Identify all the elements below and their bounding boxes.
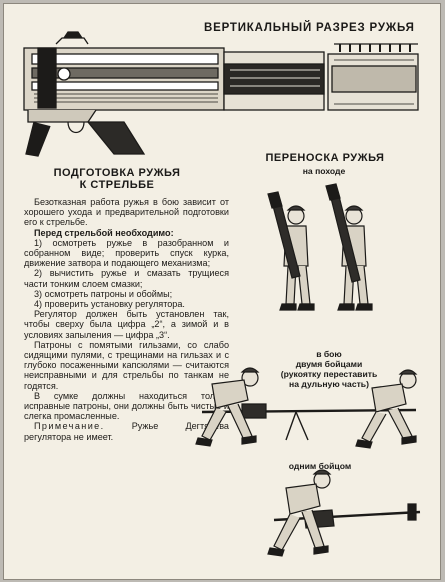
preparation-instructions: Безотказная работа ружья в бою зависит о…: [24, 197, 229, 442]
checklist-item-2: 2) вычистить ружье и смазать трущиеся ча…: [24, 268, 229, 289]
paragraph-note: Примечание. Ружье Дегтярева регулятора н…: [24, 421, 229, 441]
paragraph-cartridges: Патроны с помятыми гильзами, со слабо си…: [24, 339, 229, 391]
section-title-preparation: ПОДГОТОВКА РУЖЬЯ К СТРЕЛЬБЕ: [32, 167, 202, 191]
caption-battle-line-1: в бою: [316, 349, 342, 359]
caption-in-battle: в бою двумя бойцами (рукоятку переставит…: [244, 349, 414, 389]
prep-title-line-2: К СТРЕЛЬБЕ: [79, 179, 155, 191]
paragraph-before-firing: Перед стрельбой необходимо:: [34, 227, 174, 238]
rifle-cross-section-drawing: [23, 31, 419, 157]
caption-battle-line-4: на дульную часть): [289, 379, 369, 389]
checklist-item-3: 3) осмотреть патроны и обоймы;: [34, 288, 173, 299]
caption-one-soldier: одним бойцом: [288, 461, 352, 471]
section-title-cross-section: ВЕРТИКАЛЬНЫЙ РАЗРЕЗ РУЖЬЯ: [204, 22, 415, 34]
two-soldiers-in-battle-illustration: [195, 367, 418, 449]
one-soldier-carrying-illustration: [267, 469, 421, 557]
prep-title-line-1: ПОДГОТОВКА РУЖЬЯ: [53, 167, 181, 179]
note-label: Примечание.: [34, 421, 105, 432]
caption-on-march: на походе: [302, 166, 346, 176]
soldiers-on-march-illustration: [267, 183, 373, 311]
caption-battle-line-3: (рукоятку переставить: [280, 369, 378, 379]
checklist-item-1: 1) осмотреть ружье в разобранном и собра…: [24, 237, 229, 269]
paragraph-ammo-bag: В сумке должны находиться только исправн…: [24, 390, 229, 422]
poster-page: ВЕРТИКАЛЬНЫЙ РАЗРЕЗ РУЖЬЯ ПОДГОТОВКА РУЖ…: [3, 3, 441, 580]
paragraph-regulator: Регулятор должен быть установлен так, чт…: [24, 309, 229, 340]
checklist-item-4: 4) проверить установку регулятора.: [34, 299, 185, 310]
section-title-carrying: ПЕРЕНОСКА РУЖЬЯ: [265, 152, 385, 164]
caption-battle-line-2: двумя бойцами: [295, 359, 363, 369]
note-text: Ружье Дегтярева регулятора не имеет.: [24, 421, 229, 442]
paragraph-intro: Безотказная работа ружья в бою зависит о…: [24, 197, 229, 228]
